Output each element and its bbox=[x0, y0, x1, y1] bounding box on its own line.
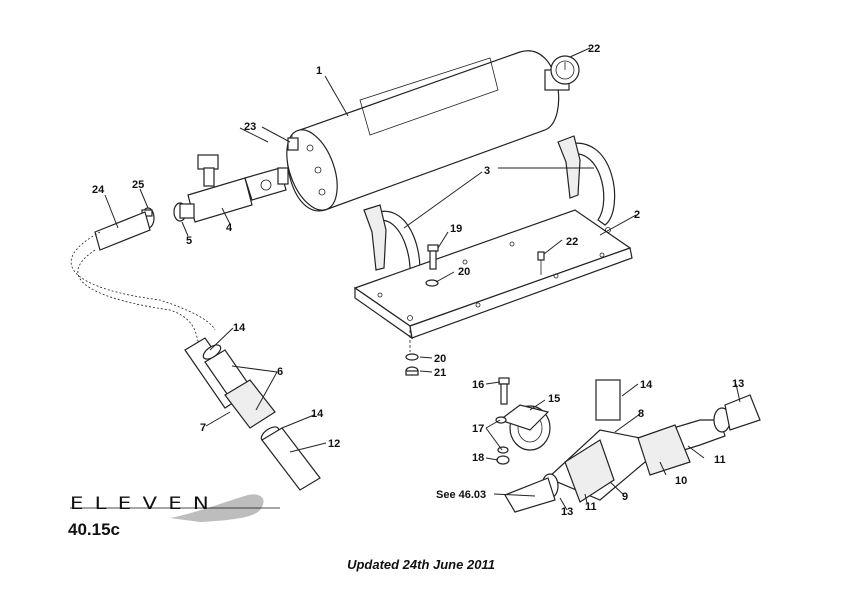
part-label: 14 bbox=[640, 379, 653, 391]
mounting-tray bbox=[353, 209, 633, 340]
part-label: 21 bbox=[434, 367, 446, 379]
part-label: 14 bbox=[233, 322, 246, 334]
eleven-logo: ELEVEN bbox=[70, 494, 221, 514]
pipe-clamp-bracket bbox=[498, 404, 551, 451]
tee-connector bbox=[541, 379, 731, 503]
part-label: 19 bbox=[450, 223, 462, 235]
part-label: 20 bbox=[434, 353, 446, 365]
part-label: 10 bbox=[675, 475, 687, 487]
part-label: 16 bbox=[472, 379, 484, 391]
part-label: 23 bbox=[244, 121, 256, 133]
part-label: 17 bbox=[472, 423, 484, 435]
screw bbox=[537, 251, 545, 275]
bolt bbox=[427, 244, 439, 270]
nut bbox=[405, 366, 419, 376]
part-label: 11 bbox=[585, 501, 597, 513]
page-code: 40.15c bbox=[68, 520, 120, 539]
part-label: 18 bbox=[472, 452, 484, 464]
pipe-lower-left bbox=[261, 427, 321, 491]
adaptor-fitting bbox=[173, 202, 195, 222]
eleven-logo-mark bbox=[70, 494, 280, 522]
part-label: 14 bbox=[311, 408, 324, 420]
fire-extinguisher-cylinder bbox=[286, 50, 560, 212]
pressure-gauge bbox=[544, 55, 580, 91]
washer bbox=[425, 279, 439, 287]
part-label: 8 bbox=[638, 408, 644, 420]
bracket-washer bbox=[495, 416, 507, 424]
part-label: 22 bbox=[566, 236, 578, 248]
part-label: 6 bbox=[277, 366, 283, 378]
part-label: 20 bbox=[458, 266, 470, 278]
solenoid-valve bbox=[187, 154, 289, 223]
part-label: 15 bbox=[548, 393, 560, 405]
part-label: 25 bbox=[132, 179, 144, 191]
bracket-nut bbox=[496, 455, 510, 465]
part-label: 13 bbox=[561, 506, 573, 518]
bracket-washer-lower bbox=[497, 446, 509, 454]
part-label: 7 bbox=[200, 422, 206, 434]
updated-note: Updated 24th June 2011 bbox=[347, 557, 495, 572]
part-label: 3 bbox=[484, 165, 490, 177]
mounting-strap-right bbox=[557, 135, 616, 226]
bracket-bolt bbox=[498, 377, 510, 405]
pipe-right-outer bbox=[504, 394, 761, 513]
pipe-connector-left bbox=[184, 337, 280, 442]
part-label: 22 bbox=[588, 43, 600, 55]
valve-fitting bbox=[287, 134, 299, 151]
washer-lower bbox=[405, 353, 419, 361]
see-reference-label: See 46.03 bbox=[436, 489, 486, 501]
part-label: 4 bbox=[226, 222, 233, 234]
part-label: 2 bbox=[634, 209, 640, 221]
leader-lines bbox=[104, 47, 741, 511]
part-label: 5 bbox=[186, 235, 192, 247]
part-label: 11 bbox=[714, 454, 726, 466]
part-label: 1 bbox=[316, 65, 322, 77]
part-label: 9 bbox=[622, 491, 628, 503]
part-label: 13 bbox=[732, 378, 744, 390]
part-label: 12 bbox=[328, 438, 340, 450]
part-label: 24 bbox=[92, 184, 105, 196]
hose-upper bbox=[94, 211, 151, 251]
